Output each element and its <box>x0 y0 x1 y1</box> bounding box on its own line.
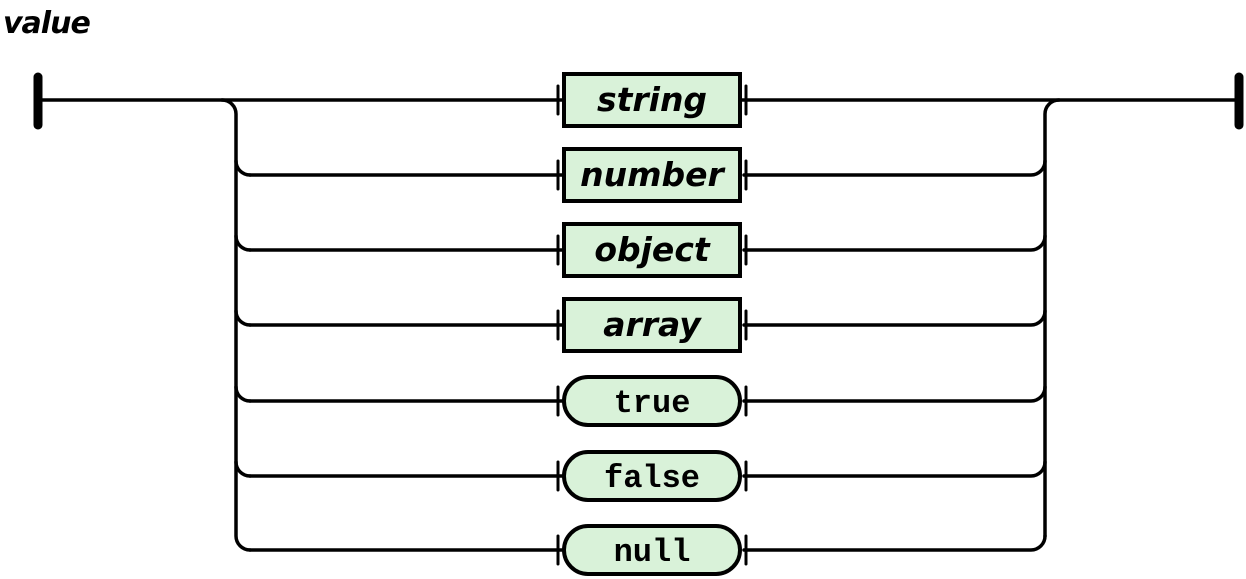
node-label: true <box>614 385 691 422</box>
left-branch-trunk <box>220 98 252 552</box>
node-label: number <box>580 155 725 194</box>
node-array: array <box>562 297 742 353</box>
node-label: array <box>603 305 702 344</box>
node-label: false <box>604 460 700 497</box>
rule-title: value <box>3 6 91 41</box>
node-pill <box>562 375 742 427</box>
node-object: object <box>562 222 742 278</box>
node-box <box>562 297 742 353</box>
node-false: false <box>562 450 742 502</box>
node-number: number <box>562 147 742 203</box>
node-box <box>562 147 742 203</box>
node-label: object <box>594 230 711 269</box>
node-label: null <box>614 534 691 571</box>
node-label: string <box>597 80 707 119</box>
node-box <box>562 222 742 278</box>
node-true: true <box>562 375 742 427</box>
node-string: string <box>562 72 742 128</box>
node-box <box>562 72 742 128</box>
left-branch-curves <box>234 159 252 478</box>
node-null: null <box>562 524 742 576</box>
right-branch-trunk <box>1043 98 1061 538</box>
row-lines-right <box>742 159 1047 552</box>
node-pill <box>562 524 742 576</box>
row-lines-left <box>248 173 568 552</box>
node-pill <box>562 450 742 502</box>
